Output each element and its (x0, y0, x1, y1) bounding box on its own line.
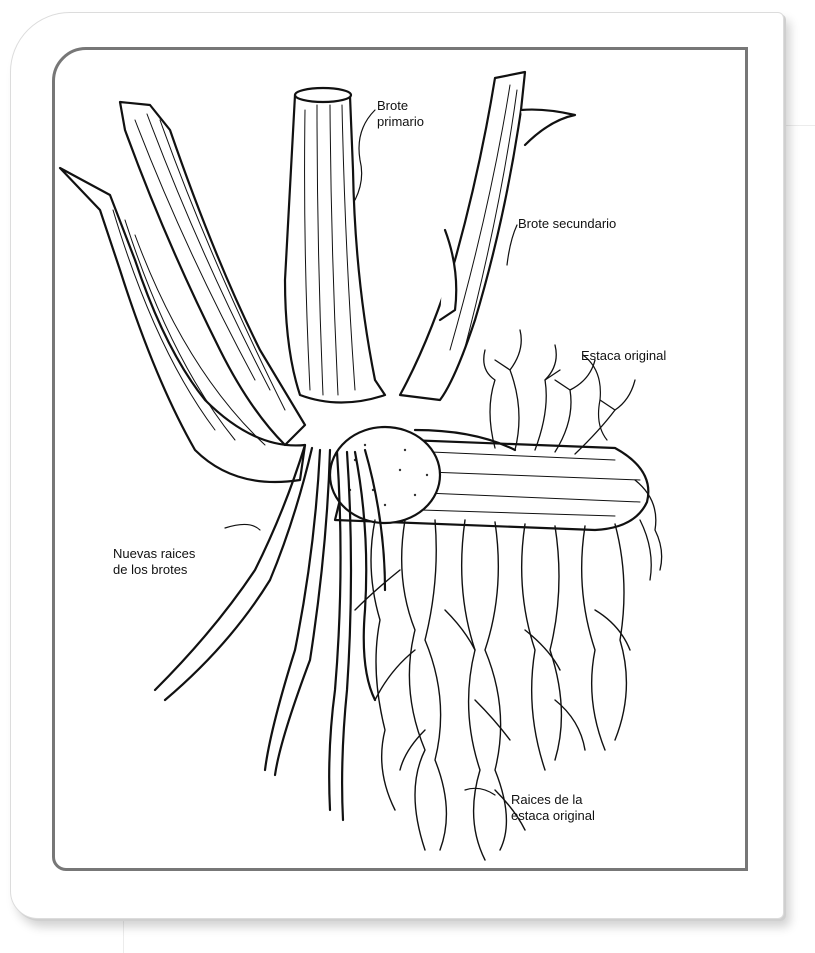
label-cutting-roots: Raices de la estaca original (511, 792, 595, 824)
label-new-shoot-roots: Nuevas raices de los brotes (113, 546, 195, 578)
background-line (123, 917, 124, 953)
cassava-cutting-illustration (55, 50, 745, 868)
label-secondary-shoot: Brote secundario (518, 216, 616, 232)
illustration-frame: Brote primario Brote secundario Estaca o… (52, 47, 748, 871)
cutting-node (330, 427, 440, 523)
label-primary-shoot: Brote primario (377, 98, 424, 130)
background-line (780, 125, 815, 126)
label-original-cutting: Estaca original (581, 348, 666, 364)
primary-shoot (285, 92, 385, 403)
